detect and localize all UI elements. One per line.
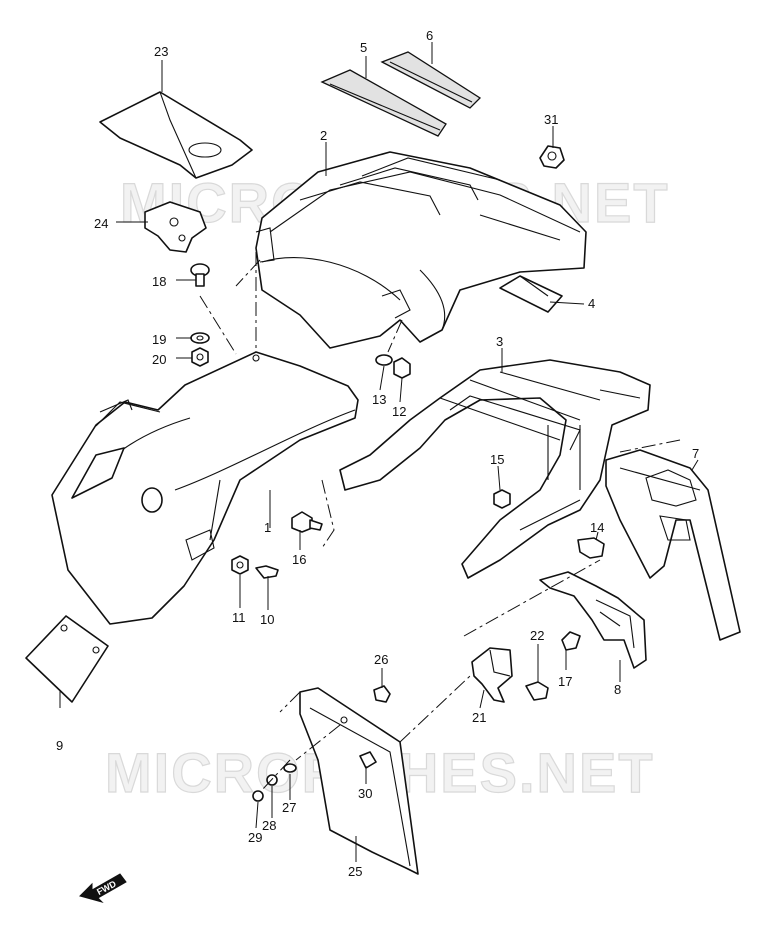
part-30-clip bbox=[359, 751, 377, 769]
callout-6: 6 bbox=[426, 28, 433, 43]
callout-25: 25 bbox=[348, 864, 362, 879]
callout-22: 22 bbox=[530, 628, 544, 643]
part-20-nut bbox=[191, 347, 209, 367]
callout-18: 18 bbox=[152, 274, 166, 289]
fwd-arrow-icon: FWD bbox=[79, 873, 127, 903]
part-24-bracket bbox=[144, 201, 207, 253]
callout-16: 16 bbox=[292, 552, 306, 567]
part-26-bolt bbox=[373, 685, 391, 703]
callout-10: 10 bbox=[260, 612, 274, 627]
part-15-nut bbox=[493, 489, 511, 509]
part-17-screw bbox=[561, 631, 581, 651]
part-5-strip bbox=[320, 69, 447, 137]
callout-2: 2 bbox=[320, 128, 327, 143]
part-3-carrier-frame bbox=[339, 359, 651, 579]
callout-4: 4 bbox=[588, 296, 595, 311]
part-16-bolt bbox=[291, 511, 323, 533]
leader-lines bbox=[59, 42, 699, 862]
part-6-strip bbox=[380, 51, 482, 109]
part-12-bolt bbox=[393, 357, 411, 379]
callout-12: 12 bbox=[392, 404, 406, 419]
callout-3: 3 bbox=[496, 334, 503, 349]
part-25-mudflap bbox=[299, 687, 419, 875]
part-2-rear-fender-upper bbox=[255, 151, 587, 349]
callout-29: 29 bbox=[248, 830, 262, 845]
part-29-nut bbox=[252, 790, 264, 802]
callout-28: 28 bbox=[262, 818, 276, 833]
callout-1: 1 bbox=[264, 520, 271, 535]
callout-20: 20 bbox=[152, 352, 166, 367]
callout-17: 17 bbox=[558, 674, 572, 689]
part-18-bolt bbox=[190, 263, 210, 287]
callout-31: 31 bbox=[544, 112, 558, 127]
part-14-bolt bbox=[577, 537, 605, 559]
callout-27: 27 bbox=[282, 800, 296, 815]
callout-23: 23 bbox=[154, 44, 168, 59]
callout-labels: 1 2 3 4 5 6 7 8 9 10 11 12 13 14 15 16 1… bbox=[56, 28, 699, 879]
callout-24: 24 bbox=[94, 216, 108, 231]
part-22-bolt bbox=[525, 681, 549, 701]
part-10-screw bbox=[255, 565, 279, 579]
part-31-cap bbox=[539, 145, 565, 169]
callout-15: 15 bbox=[490, 452, 504, 467]
callout-9: 9 bbox=[56, 738, 63, 753]
part-21-holder bbox=[471, 647, 513, 703]
callout-21: 21 bbox=[472, 710, 486, 725]
part-9-plate bbox=[25, 615, 109, 703]
callout-8: 8 bbox=[614, 682, 621, 697]
part-4-bar bbox=[499, 275, 563, 313]
part-8-lower-bracket bbox=[539, 571, 647, 669]
assembly-lines bbox=[199, 252, 681, 791]
part-13-washer bbox=[375, 354, 393, 366]
callout-5: 5 bbox=[360, 40, 367, 55]
part-1-rear-fender-lower bbox=[51, 351, 359, 625]
part-23-seat-pad bbox=[99, 91, 253, 179]
callout-30: 30 bbox=[358, 786, 372, 801]
part-11-nut bbox=[231, 555, 249, 575]
part-7-plate-bracket bbox=[605, 449, 741, 641]
callout-26: 26 bbox=[374, 652, 388, 667]
callout-14: 14 bbox=[590, 520, 604, 535]
callout-13: 13 bbox=[372, 392, 386, 407]
callout-11: 11 bbox=[232, 610, 246, 625]
callout-19: 19 bbox=[152, 332, 166, 347]
callout-7: 7 bbox=[692, 446, 699, 461]
part-19-washer bbox=[190, 332, 210, 344]
part-27-washer bbox=[283, 763, 297, 773]
